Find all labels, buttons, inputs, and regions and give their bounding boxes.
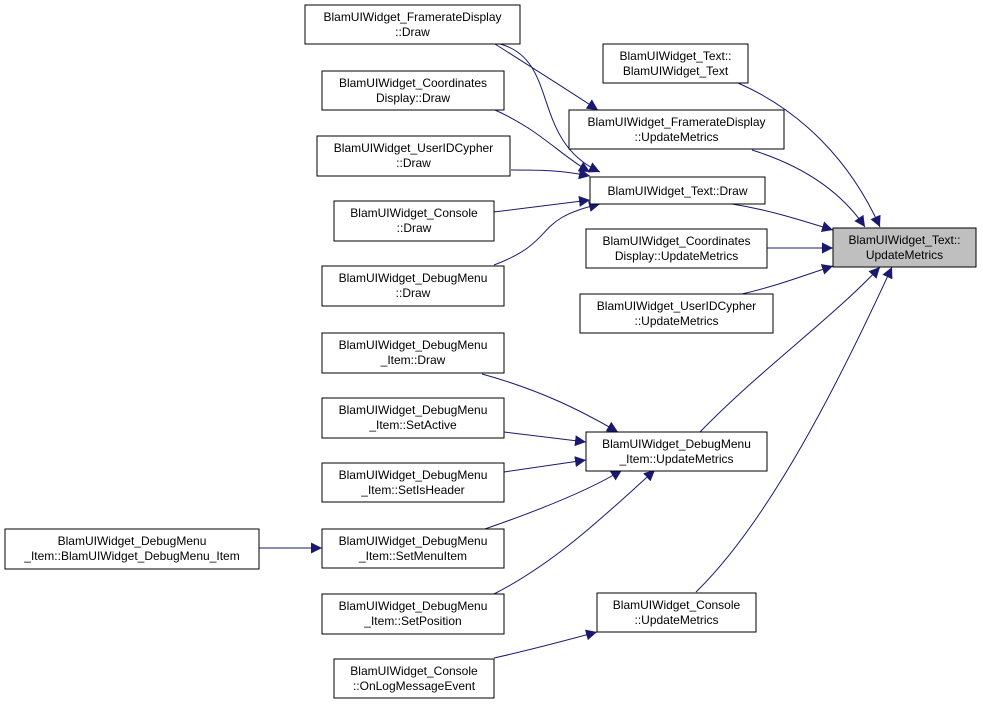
node-line: BlamUIWidget_Text::Draw <box>607 184 747 198</box>
edge-debugmenu-draw-to-text-draw <box>493 201 601 266</box>
node-line: _Item::Draw <box>380 353 446 367</box>
edge-console-update-to-target <box>695 266 893 593</box>
node-coords-update[interactable]: BlamUIWidget_Coordinates Display::Update… <box>585 228 768 269</box>
node-line: BlamUIWidget_Text:: <box>619 49 731 63</box>
node-item-ctor[interactable]: BlamUIWidget_DebugMenu _Item::BlamUIWidg… <box>4 528 260 570</box>
node-line: BlamUIWidget_Console <box>350 206 478 220</box>
node-item-setposition[interactable]: BlamUIWidget_DebugMenu _Item::SetPositio… <box>321 593 505 635</box>
node-line: ::Draw <box>395 25 430 39</box>
edge-item-update-to-target <box>699 266 881 433</box>
edge-item-setposition-to-item-update <box>493 469 656 595</box>
node-item-update[interactable]: BlamUIWidget_DebugMenu _Item::UpdateMetr… <box>585 431 768 472</box>
node-line: BlamUIWidget_DebugMenu <box>339 468 488 482</box>
node-line: ::Draw <box>396 286 431 300</box>
edges <box>259 43 893 659</box>
node-line: _Item::SetActive <box>368 418 457 432</box>
node-line: BlamUIWidget_FramerateDisplay <box>587 115 765 129</box>
node-line: _Item::SetMenuItem <box>358 549 467 563</box>
node-line: BlamUIWidget_DebugMenu <box>339 534 488 548</box>
node-line: BlamUIWidget_UserIDCypher <box>334 141 493 155</box>
node-line: ::Draw <box>396 156 431 170</box>
node-console-onlog[interactable]: BlamUIWidget_Console ::OnLogMessageEvent <box>333 658 495 699</box>
node-line: BlamUIWidget_UserIDCypher <box>597 299 756 313</box>
node-line: BlamUIWidget_Coordinates <box>339 76 487 90</box>
node-target[interactable]: BlamUIWidget_Text:: UpdateMetrics <box>832 227 977 268</box>
node-line: ::UpdateMetrics <box>634 130 718 144</box>
node-line: _Item::BlamUIWidget_DebugMenu_Item <box>23 549 239 563</box>
node-userid-draw[interactable]: BlamUIWidget_UserIDCypher ::Draw <box>316 135 511 177</box>
edge-item-setactive-to-item-update <box>503 431 587 447</box>
edge-item-setisheader-to-item-update <box>503 456 587 473</box>
edge-framerate-update-to-target <box>751 149 866 228</box>
node-framerate-draw[interactable]: BlamUIWidget_FramerateDisplay ::Draw <box>304 4 521 45</box>
node-line: Display::UpdateMetrics <box>615 249 738 263</box>
node-userid-update[interactable]: BlamUIWidget_UserIDCypher ::UpdateMetric… <box>579 293 774 334</box>
node-framerate-update[interactable]: BlamUIWidget_FramerateDisplay ::UpdateMe… <box>568 109 785 150</box>
node-line: BlamUIWidget_Text:: <box>848 233 960 247</box>
edge-console-onlog-to-console-update <box>493 629 598 659</box>
node-line: BlamUIWidget_Console <box>350 664 478 678</box>
nodes: BlamUIWidget_Text:: UpdateMetrics BlamUI… <box>4 4 977 699</box>
edge-framerate-draw-to-text-draw <box>499 43 601 173</box>
node-line: BlamUIWidget_Text <box>623 64 729 78</box>
node-line: UpdateMetrics <box>866 248 943 262</box>
node-item-setactive[interactable]: BlamUIWidget_DebugMenu _Item::SetActive <box>321 397 505 439</box>
edge-text-ctor-to-target <box>737 82 881 228</box>
node-text-ctor[interactable]: BlamUIWidget_Text:: BlamUIWidget_Text <box>602 43 749 84</box>
node-line: BlamUIWidget_Console <box>613 598 741 612</box>
node-line: BlamUIWidget_DebugMenu <box>339 338 488 352</box>
edge-userid-draw-to-text-draw <box>510 168 591 180</box>
edge-text-draw-to-target <box>731 203 834 233</box>
node-line: ::Draw <box>397 221 432 235</box>
node-line: BlamUIWidget_DebugMenu <box>602 437 751 451</box>
node-line: BlamUIWidget_DebugMenu <box>339 271 488 285</box>
node-line: BlamUIWidget_DebugMenu <box>339 403 488 417</box>
node-debugmenu-draw[interactable]: BlamUIWidget_DebugMenu ::Draw <box>321 265 505 307</box>
node-coords-draw[interactable]: BlamUIWidget_Coordinates Display::Draw <box>321 70 505 111</box>
node-line: Display::Draw <box>376 91 450 105</box>
node-line: BlamUIWidget_FramerateDisplay <box>323 10 501 24</box>
node-line: _Item::SetPosition <box>363 614 461 628</box>
node-line: BlamUIWidget_DebugMenu <box>339 599 488 613</box>
node-item-draw[interactable]: BlamUIWidget_DebugMenu _Item::Draw <box>321 332 505 374</box>
node-line: BlamUIWidget_DebugMenu <box>58 534 207 548</box>
edge-framerate-draw-to-framerate-update <box>494 43 599 111</box>
node-item-setisheader[interactable]: BlamUIWidget_DebugMenu _Item::SetIsHeade… <box>321 462 505 503</box>
node-line: _Item::SetIsHeader <box>360 483 464 497</box>
node-item-setmenuitem[interactable]: BlamUIWidget_DebugMenu _Item::SetMenuIte… <box>321 528 505 569</box>
edge-userid-update-to-target <box>741 264 834 295</box>
node-line: ::OnLogMessageEvent <box>353 679 476 693</box>
node-text-draw[interactable]: BlamUIWidget_Text::Draw <box>589 176 766 205</box>
edge-coords-draw-to-text-draw <box>494 109 591 173</box>
node-line: _Item::UpdateMetrics <box>618 452 733 466</box>
node-line: ::UpdateMetrics <box>634 613 718 627</box>
node-line: ::UpdateMetrics <box>634 314 718 328</box>
node-console-update[interactable]: BlamUIWidget_Console ::UpdateMetrics <box>596 592 757 633</box>
edge-item-draw-to-item-update <box>481 373 619 433</box>
node-console-draw[interactable]: BlamUIWidget_Console ::Draw <box>333 200 495 242</box>
edge-console-draw-to-text-draw <box>493 195 591 213</box>
edge-item-setmenuitem-to-item-update <box>481 469 623 531</box>
node-line: BlamUIWidget_Coordinates <box>602 234 750 248</box>
